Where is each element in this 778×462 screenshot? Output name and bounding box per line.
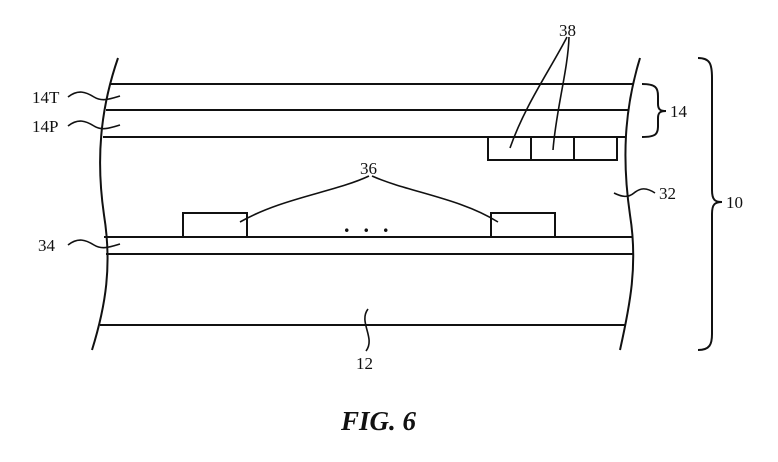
label-14: 14 xyxy=(670,102,688,121)
component-38-a xyxy=(487,136,532,161)
brace-14 xyxy=(641,83,667,138)
leader-36 xyxy=(239,175,499,223)
ellipsis: ... xyxy=(344,212,403,237)
right-break-edge xyxy=(619,57,641,351)
label-34: 34 xyxy=(38,236,56,255)
brace-10 xyxy=(697,57,723,351)
label-14P: 14P xyxy=(32,117,58,136)
label-38: 38 xyxy=(559,21,576,40)
label-32: 32 xyxy=(659,184,676,203)
leader-38 xyxy=(509,36,570,151)
label-10: 10 xyxy=(726,193,743,212)
leader-32 xyxy=(613,188,656,198)
figure-caption: FIG. 6 xyxy=(340,406,417,436)
component-36-right xyxy=(490,212,556,238)
label-36: 36 xyxy=(360,159,377,178)
component-38-c xyxy=(573,136,618,161)
left-break-edge xyxy=(91,57,119,351)
leader-14P xyxy=(67,120,121,130)
component-36-left xyxy=(182,212,248,238)
leader-14T xyxy=(67,91,121,101)
label-14T: 14T xyxy=(32,88,60,107)
leader-12 xyxy=(364,308,370,352)
leader-34 xyxy=(67,239,121,249)
label-12: 12 xyxy=(356,354,373,373)
